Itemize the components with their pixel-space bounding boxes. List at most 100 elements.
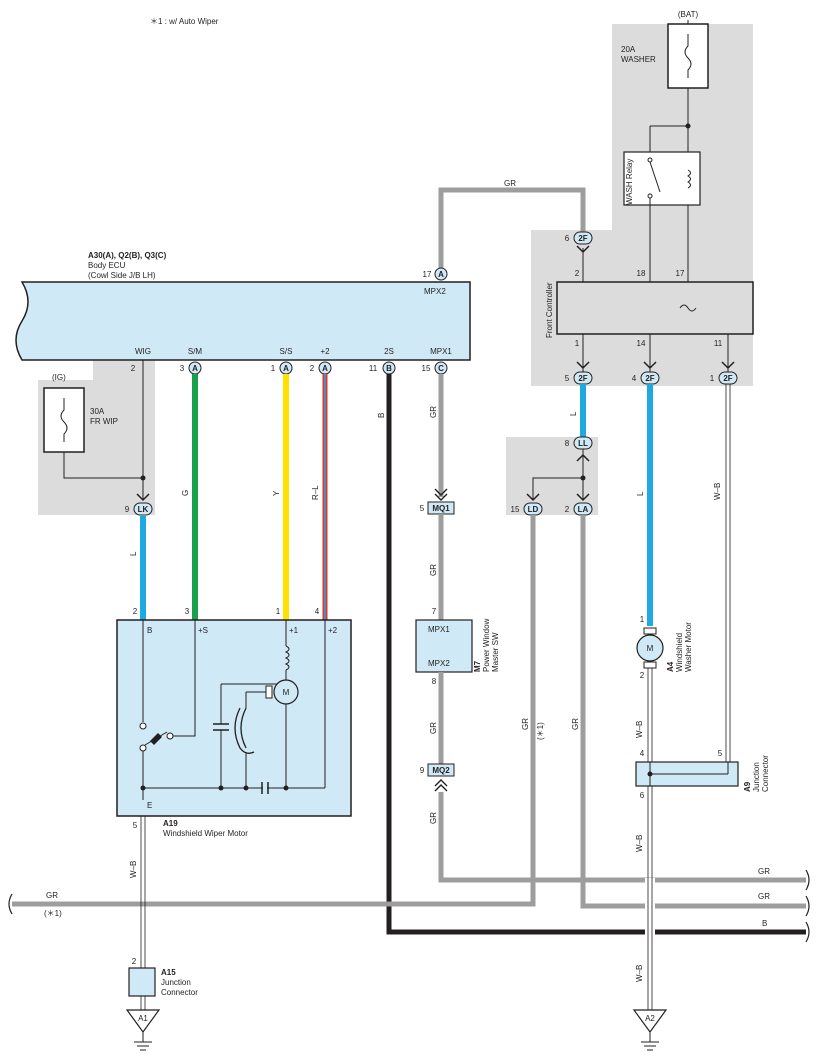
ecu-conn-sm: A: [192, 364, 198, 373]
body-ecu-box: [15, 281, 471, 361]
ecu-term-p2: +2: [320, 347, 330, 356]
front-controller-label: Front Controller: [545, 282, 554, 338]
a19-pin-b: 2: [133, 607, 138, 616]
fuse-washer-box: [667, 23, 709, 89]
wire-label-gr-bus2: GR: [758, 892, 770, 901]
ig-label: (IG): [52, 373, 66, 382]
conn-2F-b1-pin: 5: [565, 374, 570, 383]
a15-name1: Junction: [161, 978, 191, 987]
conn-2F-top-code: 2F: [578, 234, 587, 243]
conn-LK-pin: 9: [125, 505, 130, 514]
fc-pin-17: 17: [676, 269, 685, 278]
a15-box: [128, 967, 156, 997]
wire-label-star-left: (＊1): [44, 909, 62, 918]
fuse-frwip-box: [43, 387, 85, 453]
fuse-washer-amp: 20A: [621, 45, 636, 54]
wire-label-gr-left: GR: [46, 891, 58, 900]
wire-gr-bus1: [438, 792, 806, 883]
ecu-conn-ss: A: [283, 364, 289, 373]
relay-coil-icon: [687, 169, 691, 189]
front-controller-box: [556, 281, 754, 335]
m7-pin-top: 7: [432, 607, 437, 616]
ecu-conn-p2: A: [322, 364, 328, 373]
a19-id: A19: [163, 819, 178, 828]
a4-name2: Washer Motor: [684, 622, 693, 672]
wire-label-l-washer: L: [636, 491, 645, 496]
conn-LL-code: LL: [578, 439, 588, 448]
ecu-top-conn: A: [438, 270, 444, 279]
ecu-pin-sm: 3: [180, 364, 185, 373]
a9-pin-4: 4: [640, 749, 645, 758]
conn-2F-b3-pin: 1: [710, 374, 715, 383]
wire-label-wb-a4: W–B: [635, 721, 644, 738]
ecu-conn-2s: B: [386, 364, 392, 373]
conn-LA-code: LA: [578, 505, 589, 514]
a19-box: [116, 619, 352, 817]
a15-pin: 2: [132, 957, 137, 966]
wire-label-b-vert: B: [377, 413, 386, 418]
a19-name: Windshield Wiper Motor: [163, 829, 248, 838]
a19-term-e: E: [147, 801, 152, 810]
a19-pin-s: 3: [185, 607, 190, 616]
a19-pin-2: 4: [315, 607, 320, 616]
fuse-washer-icon: [684, 34, 692, 78]
wire-b: [386, 374, 806, 935]
note-auto-wiper: ＊1 : w/ Auto Wiper: [150, 17, 219, 26]
wire-label-g: G: [181, 490, 190, 496]
fc-pin-11: 11: [714, 339, 723, 348]
wire-label-rl: R–L: [311, 485, 320, 500]
ecu-term-mpx1: MPX1: [430, 347, 452, 356]
wire-label-gr-m7: GR: [429, 722, 438, 734]
a19-coil-icon: [284, 645, 290, 671]
ecu-term-ss: S/S: [280, 347, 293, 356]
a4-motor-m: M: [647, 644, 654, 653]
wire-label-gr-mq1: GR: [429, 564, 438, 576]
fc-tilde-icon: [679, 304, 697, 312]
fc-pin-1: 1: [575, 339, 580, 348]
conn-LK: [133, 502, 153, 516]
a4-pin-bottom: 2: [640, 671, 645, 680]
a9-pin-6: 6: [640, 791, 645, 800]
a19-term-2: +2: [328, 626, 338, 635]
a9-name2: Connector: [761, 755, 770, 792]
ecu-pin-2s: 11: [369, 364, 378, 373]
ecu-conn-mpx1: C: [438, 364, 444, 373]
wire-label-wb-a9: W–B: [635, 835, 644, 852]
conn-LK-code: LK: [138, 505, 149, 514]
ecu-pin-wig: 2: [131, 364, 136, 373]
ecu-top-terminal: MPX2: [424, 287, 446, 296]
a15-name2: Connector: [161, 988, 198, 997]
ecu-pin-p2: 2: [310, 364, 315, 373]
a19-motor-m: M: [283, 688, 290, 697]
wire-label-gr-la: GR: [571, 718, 580, 730]
body-ecu-id: A30(A), Q2(B), Q3(C): [88, 251, 167, 260]
wire-label-star-ld: (＊1): [536, 722, 545, 740]
ecu-top-pin: 17: [423, 270, 432, 279]
m7-name1: Power Window: [482, 618, 491, 672]
m7-pin-bottom: 8: [432, 677, 437, 686]
wash-relay-label: WASH Relay: [625, 159, 634, 205]
m7-term-mpx1: MPX1: [428, 625, 450, 634]
wire-label-gr-mq2: GR: [429, 812, 438, 824]
fc-pin-18: 18: [637, 269, 646, 278]
conn-LL-pin: 8: [565, 439, 570, 448]
conn-MQ2-pin: 9: [420, 766, 425, 775]
wire-label-wb-a19: W–B: [129, 861, 138, 878]
body-ecu-sub: (Cowl Side J/B LH): [88, 271, 156, 280]
a19-pin-1: 1: [276, 607, 281, 616]
conn-2F-b2-pin: 4: [632, 374, 637, 383]
fc-pin-2: 2: [575, 269, 580, 278]
a9-pin-5: 5: [718, 749, 723, 758]
ecu-term-sm: S/M: [188, 347, 203, 356]
conn-LA-pin: 2: [565, 505, 570, 514]
wire-gr-ld: [12, 515, 536, 907]
ecu-term-wig: WIG: [135, 347, 151, 356]
body-ecu-name: Body ECU: [88, 261, 126, 270]
ground-a1-label: A1: [138, 1014, 148, 1023]
a19-term-b: B: [147, 626, 152, 635]
ground-a2-icon: [632, 1009, 668, 1034]
conn-2F-b1-code: 2F: [578, 374, 587, 383]
wire-label-l-fc: L: [569, 411, 578, 416]
wire-label-wb-a2: W–B: [635, 965, 644, 982]
